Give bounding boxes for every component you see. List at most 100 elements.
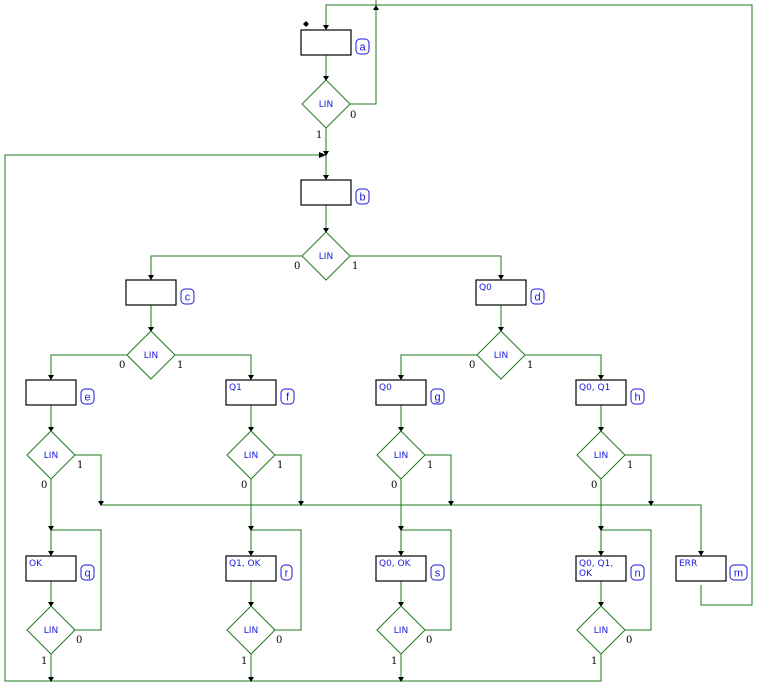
decision-diamond-h[interactable] [576, 430, 626, 480]
decision-diamond-g[interactable] [376, 430, 426, 480]
state-label-s: s [435, 568, 441, 580]
state-q[interactable]: OK q [25, 555, 95, 582]
state-r[interactable]: Q1, OK r [225, 555, 293, 582]
state-box-m[interactable] [675, 555, 727, 582]
bit-one-a: 1 [316, 130, 322, 141]
decision-g[interactable]: LIN 1 0 [376, 430, 433, 491]
arrow-b-in [323, 175, 329, 180]
arrow-bottom-r [248, 677, 254, 682]
state-box-r[interactable] [225, 555, 277, 582]
decision-diamond-e[interactable] [26, 430, 76, 480]
state-c[interactable]: c [125, 279, 195, 306]
bit-one-b: 1 [352, 261, 358, 272]
bit-one-n: 1 [591, 656, 597, 667]
decision-diamond-b[interactable] [301, 231, 351, 281]
state-label-bg-e [80, 388, 95, 405]
state-label-f: f [286, 392, 290, 404]
state-box-n[interactable] [575, 555, 627, 582]
state-output-f: Q1 [229, 383, 242, 393]
state-label-bg-g [430, 388, 445, 405]
decision-a[interactable]: LIN 0 1 [301, 79, 356, 141]
arrow-to-cond-s [398, 602, 404, 607]
state-e[interactable]: e [25, 379, 95, 406]
decision-label-q: LIN [44, 626, 58, 636]
decision-r[interactable]: LIN 0 1 [226, 605, 282, 667]
state-a[interactable]: a [300, 29, 370, 56]
arrow-bottom-s [398, 677, 404, 682]
decision-h[interactable]: LIN 1 0 [576, 430, 633, 491]
state-label-c: c [185, 292, 191, 304]
decision-label-a: LIN [319, 100, 333, 110]
state-n[interactable]: Q0, Q1, OK n [575, 555, 645, 582]
state-box-g[interactable] [375, 379, 427, 406]
decision-q[interactable]: LIN 0 1 [26, 605, 82, 667]
state-box-s[interactable] [375, 555, 427, 582]
state-label-bg-r [280, 564, 293, 581]
wire-d-to-h [525, 354, 602, 379]
state-b[interactable]: b [300, 179, 370, 206]
state-label-bg-h [630, 388, 645, 405]
arrow-m-in [698, 551, 704, 556]
decision-diamond-n[interactable] [576, 605, 626, 655]
bit-one-h: 1 [627, 460, 633, 471]
state-h[interactable]: Q0, Q1 h [575, 379, 645, 406]
decision-diamond-d[interactable] [476, 330, 526, 380]
arrow-to-cond-h [598, 427, 604, 432]
bit-zero-g: 0 [391, 480, 397, 491]
state-box-c[interactable] [125, 279, 177, 306]
state-d[interactable]: Q0 d [475, 279, 545, 306]
state-box-e[interactable] [25, 379, 77, 406]
bit-one-f: 1 [277, 460, 283, 471]
wire-c-to-f [175, 354, 252, 379]
arrow-err-e [98, 501, 104, 506]
decision-label-c: LIN [144, 351, 158, 361]
decision-c[interactable]: LIN 0 1 [119, 330, 183, 380]
decision-diamond-a[interactable] [301, 79, 351, 129]
arrow-r-merge [248, 526, 254, 531]
wire-n-loop [601, 529, 652, 631]
decision-n[interactable]: LIN 0 1 [576, 605, 632, 667]
arrow-s-in [398, 551, 404, 556]
state-output-s: Q0, OK [379, 559, 412, 569]
bit-zero-a: 0 [350, 110, 356, 121]
arrow-err-g [448, 501, 454, 506]
state-m[interactable]: ERR m [675, 555, 748, 582]
decision-label-g: LIN [394, 451, 408, 461]
decision-f[interactable]: LIN 1 0 [226, 430, 283, 491]
state-box-d[interactable] [475, 279, 527, 306]
arrow-to-cond-a [323, 76, 329, 81]
decision-diamond-s[interactable] [376, 605, 426, 655]
arrow-h-in [598, 375, 604, 380]
state-box-a[interactable] [300, 29, 352, 56]
state-f[interactable]: Q1 f [225, 379, 295, 406]
state-s[interactable]: Q0, OK s [375, 555, 445, 582]
decision-diamond-q[interactable] [26, 605, 76, 655]
state-label-e: e [84, 392, 90, 404]
decision-label-b: LIN [319, 252, 333, 262]
decision-label-d: LIN [494, 351, 508, 361]
state-label-h: h [634, 392, 640, 404]
arrow-err-f [298, 501, 304, 506]
state-box-h[interactable] [575, 379, 627, 406]
decision-b[interactable]: LIN 0 1 [294, 231, 358, 281]
decision-diamond-f[interactable] [226, 430, 276, 480]
arrow-e-in [48, 375, 54, 380]
state-label-bg-c [180, 288, 195, 305]
arrow-c-in [148, 275, 154, 280]
state-box-f[interactable] [225, 379, 277, 406]
arrow-return-b [319, 152, 326, 158]
decision-e[interactable]: LIN 1 0 [26, 430, 83, 491]
arrow-d-in [498, 275, 504, 280]
state-g[interactable]: Q0 g [375, 379, 445, 406]
decision-diamond-r[interactable] [226, 605, 276, 655]
state-box-b[interactable] [300, 179, 352, 206]
decision-diamond-c[interactable] [126, 330, 176, 380]
state-label-bg-f [280, 388, 295, 405]
bit-zero-s: 0 [426, 635, 432, 646]
arrow-to-cond-r [248, 602, 254, 607]
decision-s[interactable]: LIN 0 1 [376, 605, 432, 667]
state-box-q[interactable] [25, 555, 77, 582]
decision-d[interactable]: LIN 0 1 [469, 330, 533, 380]
arrow-err-h [648, 501, 654, 506]
bit-one-e: 1 [77, 460, 83, 471]
